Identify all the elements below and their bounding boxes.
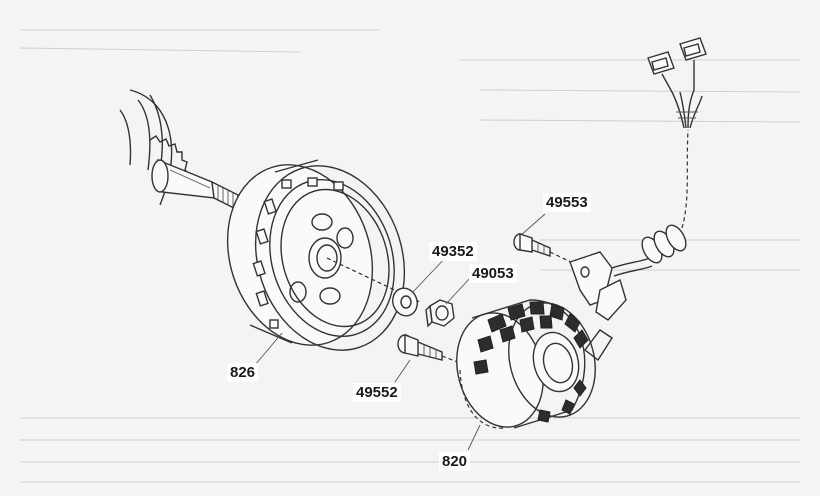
background-ghost-text [19, 29, 801, 483]
flywheel-rotor [226, 159, 406, 351]
leader-826 [254, 332, 283, 366]
grommet [641, 224, 687, 264]
leader-49053 [445, 277, 471, 305]
part-label-49553: 49553 [543, 193, 591, 212]
leader-49552 [394, 359, 411, 383]
part-label-826: 826 [227, 363, 259, 382]
washer [392, 287, 418, 317]
leader-820 [467, 424, 481, 451]
part-label-49352: 49352 [429, 242, 477, 261]
wiring-harness [671, 89, 703, 229]
nut [425, 299, 455, 328]
pickup-bracket [569, 251, 653, 362]
part-label-49552: 49552 [353, 383, 401, 402]
bolt-upper [513, 233, 576, 265]
part-label-49053: 49053 [469, 264, 517, 283]
stator [456, 299, 596, 429]
crankshaft [119, 89, 239, 212]
leader-49553 [519, 213, 546, 237]
part-label-820: 820 [439, 452, 471, 471]
connector-plugs [647, 37, 707, 93]
leader-49352 [411, 254, 449, 294]
